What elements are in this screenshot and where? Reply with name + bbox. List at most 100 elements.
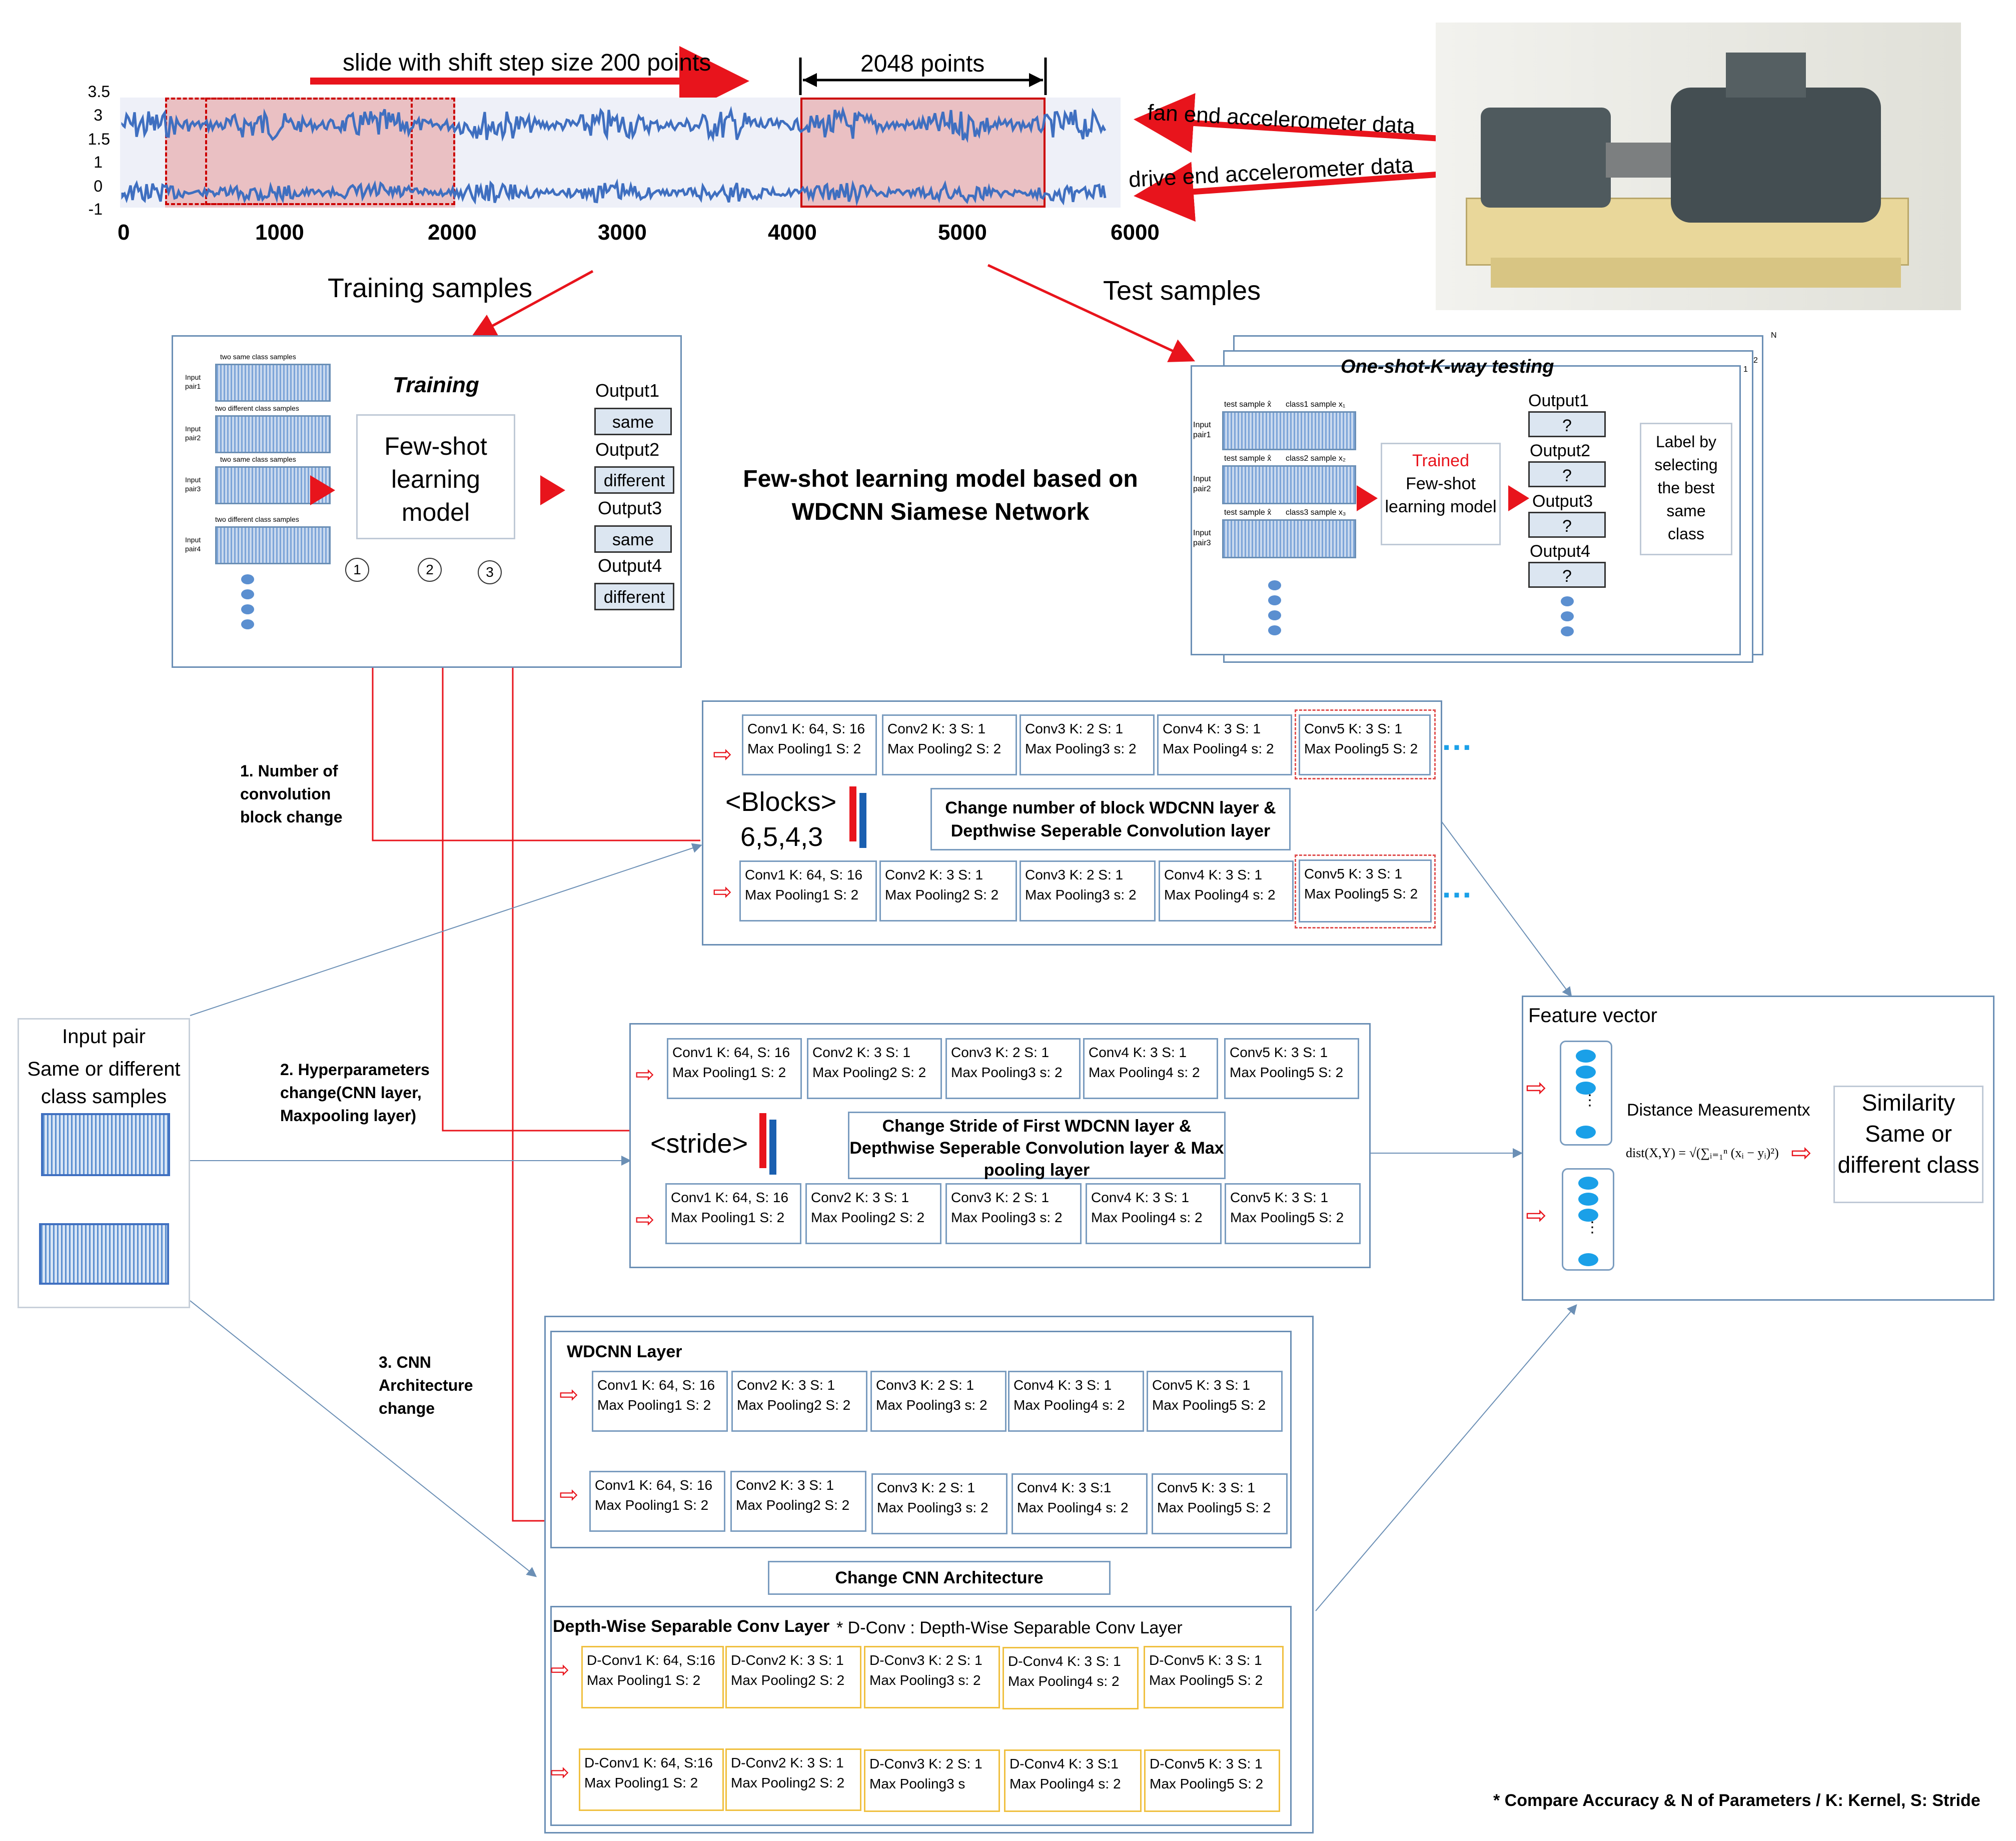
- training-title: Training: [393, 373, 479, 397]
- vector-element: [1576, 1126, 1596, 1139]
- red-arrow-icon: [310, 475, 335, 505]
- ellipsis-dot: [241, 619, 254, 629]
- change-1-label: 1. Number of convolution block change: [240, 762, 343, 826]
- output-label: Output3: [598, 498, 662, 518]
- hollow-arrow-icon: ⇨: [559, 1481, 579, 1507]
- ellipsis-dot: [1561, 596, 1574, 606]
- output-value: ?: [1528, 411, 1606, 437]
- x-tick-label: 5000: [938, 220, 987, 245]
- distance-label: Distance Measurementx: [1627, 1101, 1810, 1120]
- hollow-arrow-icon: ⇨: [1526, 1074, 1547, 1102]
- y-tick-label: 1: [94, 153, 103, 171]
- y-tick-label: 3.5: [88, 83, 110, 101]
- stack-label: 2: [1753, 356, 1758, 365]
- feature-vector-top: [1560, 1041, 1612, 1146]
- up-down-arrow-icon: [849, 786, 856, 841]
- hollow-arrow-icon: ⇨: [559, 1381, 579, 1407]
- few-shot-model-box: Few-shot learning model: [356, 414, 515, 539]
- output-value: different: [594, 466, 674, 494]
- feature-vector-bottom: [1562, 1168, 1614, 1271]
- x-tick-label: 1000: [255, 220, 304, 245]
- testing-title: One-shot-K-way testing: [1341, 356, 1554, 377]
- up-down-arrow-icon: [859, 793, 866, 848]
- center-title: Few-shot learning model based on WDCNN S…: [743, 466, 1138, 525]
- output-label: Output3: [1532, 492, 1593, 511]
- red-arrow-icon: [540, 475, 565, 505]
- wdcnn-title: WDCNN Layer: [567, 1342, 682, 1361]
- footnote: * Compare Accuracy & N of Parameters / K…: [1493, 1791, 1980, 1810]
- up-down-arrow-icon: [759, 1113, 766, 1168]
- distance-formula: dist(X,Y) = √(∑ᵢ₌₁ⁿ (xᵢ − yᵢ)²): [1626, 1146, 1779, 1160]
- ellipsis-dot: [1268, 595, 1281, 605]
- feature-panel: [1522, 996, 1994, 1301]
- dashed-outline: [1295, 709, 1436, 779]
- output-label: Output1: [595, 380, 660, 401]
- input-pair-label: Input pair: [62, 1026, 146, 1048]
- x-tick-label: 0: [118, 220, 130, 245]
- x-tick-label: 2000: [428, 220, 477, 245]
- window-label: 2048 points: [860, 51, 985, 77]
- hollow-arrow-icon: ⇨: [1526, 1201, 1547, 1229]
- hollow-arrow-icon: ⇨: [713, 878, 732, 904]
- window-dashed-2: [205, 98, 455, 205]
- signal-thumbnail: [39, 1223, 169, 1285]
- output-label: Output2: [595, 439, 660, 460]
- x-tick-label: 6000: [1111, 220, 1160, 245]
- hollow-arrow-icon: ⇨: [713, 741, 732, 767]
- ellipsis-dot: [241, 574, 254, 584]
- x-tick-label: 3000: [598, 220, 647, 245]
- output-value: same: [594, 525, 672, 553]
- red-arrow-icon: [1508, 485, 1529, 511]
- signal-thumbnail: [41, 1113, 170, 1176]
- ellipsis-dot: [1268, 625, 1281, 635]
- vector-element: [1576, 1050, 1596, 1063]
- vertical-dots: ⋮: [1582, 1092, 1597, 1109]
- circle-marker-3: 3: [478, 560, 502, 584]
- hollow-arrow-icon: ⇨: [550, 1656, 570, 1682]
- hollow-arrow-icon: ⇨: [635, 1206, 655, 1232]
- blocks-numbers: 6,5,4,3: [740, 822, 823, 852]
- output-value: ?: [1528, 562, 1606, 588]
- vector-element: [1578, 1253, 1598, 1266]
- change-3-label: 3. CNN Architecture change: [379, 1353, 473, 1417]
- depthwise-note: * D-Conv : Depth-Wise Separable Conv Lay…: [836, 1618, 1183, 1637]
- output-value: ?: [1528, 512, 1606, 538]
- stack-label: N: [1771, 331, 1777, 340]
- blocks-tag: <Blocks>: [725, 787, 837, 817]
- output-label: Output1: [1528, 391, 1589, 410]
- output-label: Output2: [1530, 441, 1590, 460]
- stride-desc: Change Stride of First WDCNN layer & Dep…: [848, 1112, 1226, 1180]
- test-samples-label: Test samples: [1103, 276, 1261, 306]
- stride-tag: <stride>: [650, 1129, 748, 1159]
- input-pair-sublabel: Same or different class samples: [27, 1058, 181, 1108]
- stack-label: 1: [1743, 365, 1748, 374]
